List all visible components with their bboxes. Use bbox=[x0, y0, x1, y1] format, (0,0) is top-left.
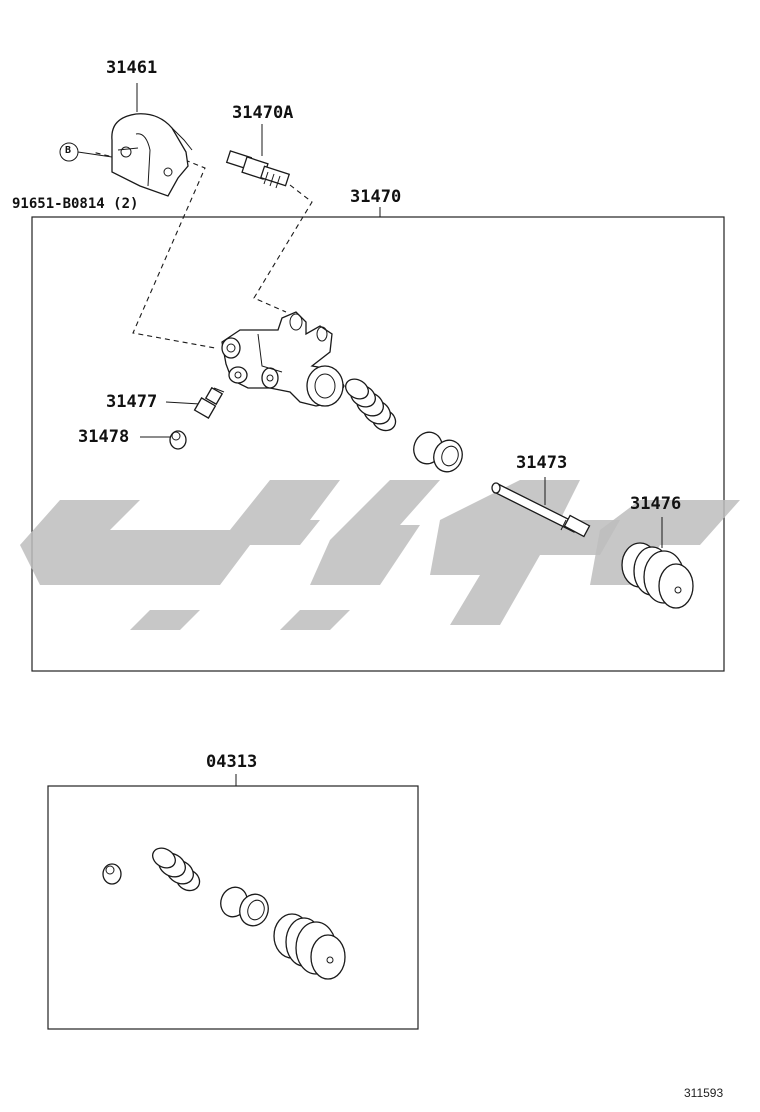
bleeder-31477 bbox=[193, 386, 225, 419]
kit-spring bbox=[152, 847, 201, 892]
kit-cap bbox=[102, 863, 122, 885]
dash-bracket-to-body bbox=[132, 159, 216, 349]
boot-31476 bbox=[621, 542, 694, 609]
cup-seal bbox=[413, 431, 463, 473]
label-31477: 31477 bbox=[106, 392, 158, 412]
label-31461: 31461 bbox=[106, 58, 158, 78]
leader-callout-b bbox=[77, 151, 113, 158]
kit-boot bbox=[273, 913, 346, 980]
label-04313: 04313 bbox=[206, 752, 258, 772]
label-31470: 31470 bbox=[350, 187, 402, 207]
kit-cup-seal bbox=[220, 886, 269, 927]
push-rod-31473 bbox=[491, 482, 591, 538]
kit-04313-box bbox=[47, 785, 419, 1030]
callout-b-circle bbox=[59, 142, 79, 162]
label-31473: 31473 bbox=[516, 453, 568, 473]
label-91651: 91651-B0814 (2) bbox=[12, 196, 139, 212]
leader-31477 bbox=[165, 401, 201, 405]
label-31470A: 31470A bbox=[232, 103, 294, 123]
cap-31478 bbox=[169, 430, 187, 450]
cylinder-body bbox=[221, 311, 345, 407]
diagram-id: 311593 bbox=[684, 1086, 724, 1100]
piston-spring bbox=[345, 378, 397, 432]
fitting-31470A bbox=[225, 150, 291, 189]
dash-hose-to-body bbox=[253, 184, 313, 313]
label-31478: 31478 bbox=[78, 427, 130, 447]
callout-b-letter: B bbox=[65, 145, 72, 156]
assembly-31470-box bbox=[31, 216, 725, 672]
label-31476: 31476 bbox=[630, 494, 682, 514]
bracket-31461 bbox=[111, 113, 193, 197]
